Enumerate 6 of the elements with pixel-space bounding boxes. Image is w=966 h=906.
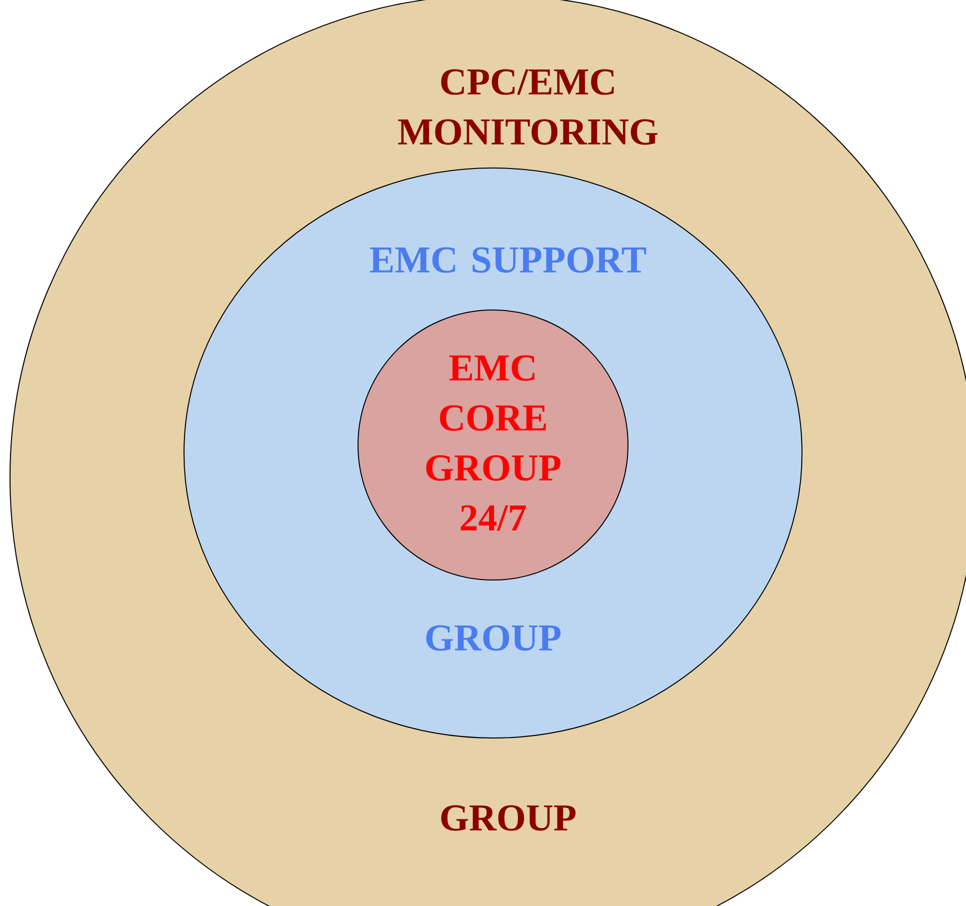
ring-label: GROUP xyxy=(441,805,576,831)
ring-label: EMC CORE GROUP 24/7 xyxy=(426,355,561,531)
ring-label: EMC SUPPORT xyxy=(370,247,646,273)
inner-circle xyxy=(358,310,628,580)
ring-label: GROUP xyxy=(426,625,561,651)
ring-label: CPC/EMC MONITORING xyxy=(398,69,658,145)
